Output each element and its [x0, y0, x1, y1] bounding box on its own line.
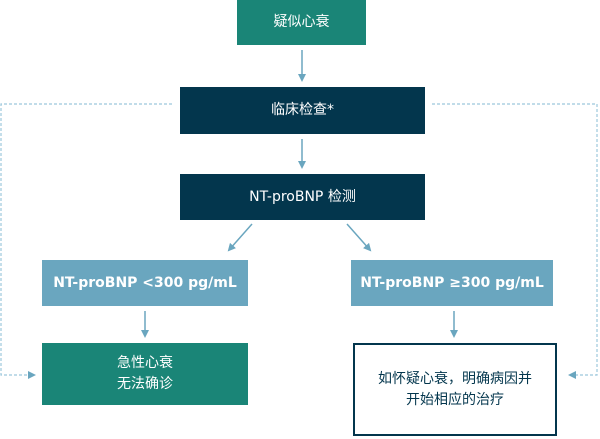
node-label: 疑似心衰 [273, 14, 330, 30]
node-low-result: NT-proBNP <300 pg/mL [42, 260, 248, 306]
node-label-line2: 开始相应的治疗 [406, 391, 504, 408]
node-acute-hf-excluded: 急性心衰 无法确诊 [42, 343, 248, 405]
arrow-test-to-high [346, 223, 372, 252]
arrow-test-to-low [227, 223, 253, 252]
node-ntprobnp-test: NT-proBNP 检测 [180, 174, 425, 220]
node-label: NT-proBNP <300 pg/mL [53, 274, 237, 291]
node-label-line2: 无法确诊 [117, 376, 173, 392]
node-label-line1: 如怀疑心衰，明确病因并 [378, 370, 532, 387]
node-label: 临床检查* [271, 102, 334, 118]
node-label-line1: 急性心衰 [117, 355, 173, 371]
node-label: NT-proBNP ≥300 pg/mL [360, 274, 544, 291]
dashed-left-bypass [0, 103, 172, 379]
node-high-result: NT-proBNP ≥300 pg/mL [351, 260, 553, 306]
node-treatment: 如怀疑心衰，明确病因并 开始相应的治疗 [353, 343, 557, 436]
node-label: NT-proBNP 检测 [249, 188, 356, 205]
node-clinical-exam: 临床检查* [180, 87, 425, 134]
node-suspected-hf: 疑似心衰 [237, 0, 366, 45]
dashed-right-bypass [432, 103, 598, 379]
